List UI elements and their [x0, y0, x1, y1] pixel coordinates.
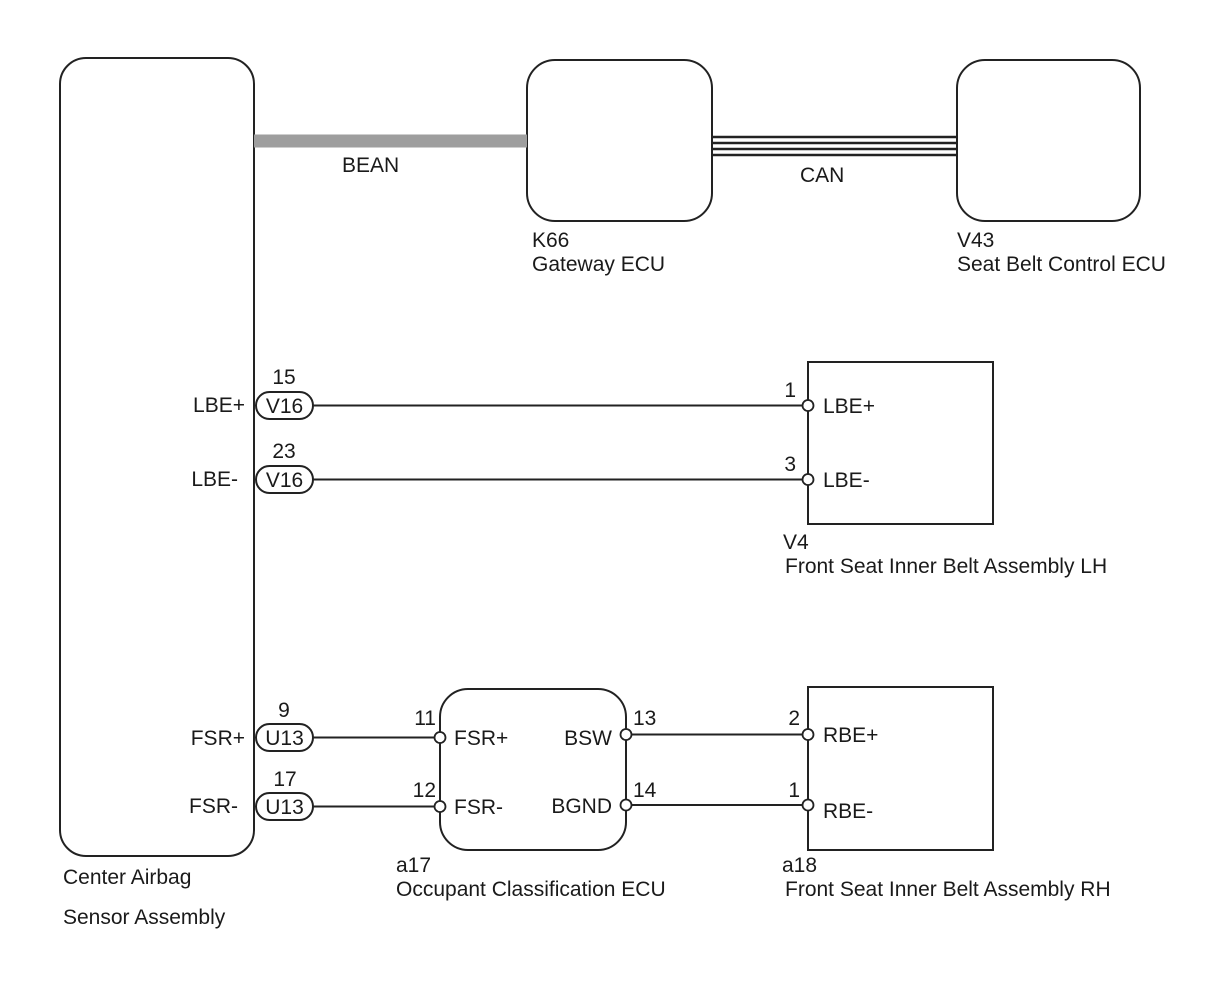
circuit-bsw: BSW 13 2 RBE+	[564, 707, 878, 750]
center-airbag-sensor-box	[59, 57, 255, 857]
center-airbag-name-1: Center Airbag	[63, 866, 191, 889]
pin-circle-lbe-minus	[801, 473, 815, 486]
terminal-fsr-plus: FSR+	[191, 727, 245, 750]
pin-circle-fsr-plus	[433, 731, 447, 744]
seat-belt-control-code: V43	[957, 229, 994, 252]
circuit-bgnd: BGND 14 1 RBE-	[551, 779, 873, 823]
dest-pin-11: 11	[414, 707, 436, 730]
dest-terminal-rbe-minus: RBE-	[823, 800, 873, 823]
belt-lh-box	[807, 361, 994, 525]
can-bus-line	[712, 135, 957, 157]
gateway-code: K66	[532, 229, 569, 252]
gateway-ecu-box	[526, 59, 713, 222]
pin-circle-fsr-minus	[433, 800, 447, 813]
dest-pin-3: 3	[784, 453, 796, 476]
belt-rh-code: a18	[782, 854, 817, 877]
connector-u13-b-label: U13	[265, 796, 304, 819]
pin-circle-bgnd	[619, 798, 633, 812]
seat-belt-control-ecu-box	[956, 59, 1141, 222]
pin-23: 23	[272, 440, 295, 463]
center-airbag-name-2: Sensor Assembly	[63, 906, 226, 929]
terminal-lbe-minus: LBE-	[191, 468, 238, 491]
circuit-lbe-minus: LBE- 23 V16 3 LBE-	[191, 440, 870, 494]
connector-u13-a-label: U13	[265, 727, 304, 750]
circuit-fsr-minus: FSR- 17 U13 12 FSR-	[189, 768, 503, 821]
gateway-name: Gateway ECU	[532, 253, 665, 276]
pin-9: 9	[278, 699, 290, 722]
pin-13: 13	[633, 707, 656, 730]
belt-rh-box	[807, 686, 994, 851]
connector-v16-b-label: V16	[266, 469, 303, 492]
pin-14: 14	[633, 779, 657, 802]
pin-circle-rbe-plus	[801, 728, 815, 741]
circuit-fsr-plus: FSR+ 9 U13 11 FSR+	[191, 699, 508, 752]
dest-pin-1-rh: 1	[788, 779, 800, 802]
dest-terminal-lbe-minus: LBE-	[823, 469, 870, 492]
terminal-lbe-plus: LBE+	[193, 394, 245, 417]
can-label: CAN	[800, 164, 844, 187]
terminal-bgnd: BGND	[551, 795, 612, 818]
circuit-lbe-plus: LBE+ 15 V16 1 LBE+	[193, 366, 875, 420]
dest-terminal-lbe-plus: LBE+	[823, 395, 875, 418]
pin-15: 15	[272, 366, 295, 389]
belt-lh-code: V4	[783, 531, 809, 554]
belt-lh-name: Front Seat Inner Belt Assembly LH	[785, 555, 1107, 578]
dest-terminal-fsr-plus: FSR+	[454, 727, 508, 750]
dest-pin-1: 1	[784, 379, 796, 402]
dest-pin-12: 12	[413, 779, 436, 802]
terminal-bsw: BSW	[564, 727, 612, 750]
occupant-classification-ecu-box	[439, 688, 627, 851]
seat-belt-control-name: Seat Belt Control ECU	[957, 253, 1166, 276]
occupant-code: a17	[396, 854, 431, 877]
pin-circle-lbe-plus	[801, 399, 815, 412]
bean-label: BEAN	[342, 154, 399, 177]
occupant-name: Occupant Classification ECU	[396, 878, 666, 901]
terminal-fsr-minus: FSR-	[189, 795, 238, 818]
pin-circle-rbe-minus	[801, 798, 815, 812]
dest-terminal-fsr-minus: FSR-	[454, 796, 503, 819]
belt-rh-name: Front Seat Inner Belt Assembly RH	[785, 878, 1111, 901]
pin-17: 17	[273, 768, 296, 791]
connector-v16-a-label: V16	[266, 395, 303, 418]
dest-terminal-rbe-plus: RBE+	[823, 724, 878, 747]
pin-circle-bsw	[619, 728, 633, 741]
dest-pin-2: 2	[788, 707, 800, 730]
